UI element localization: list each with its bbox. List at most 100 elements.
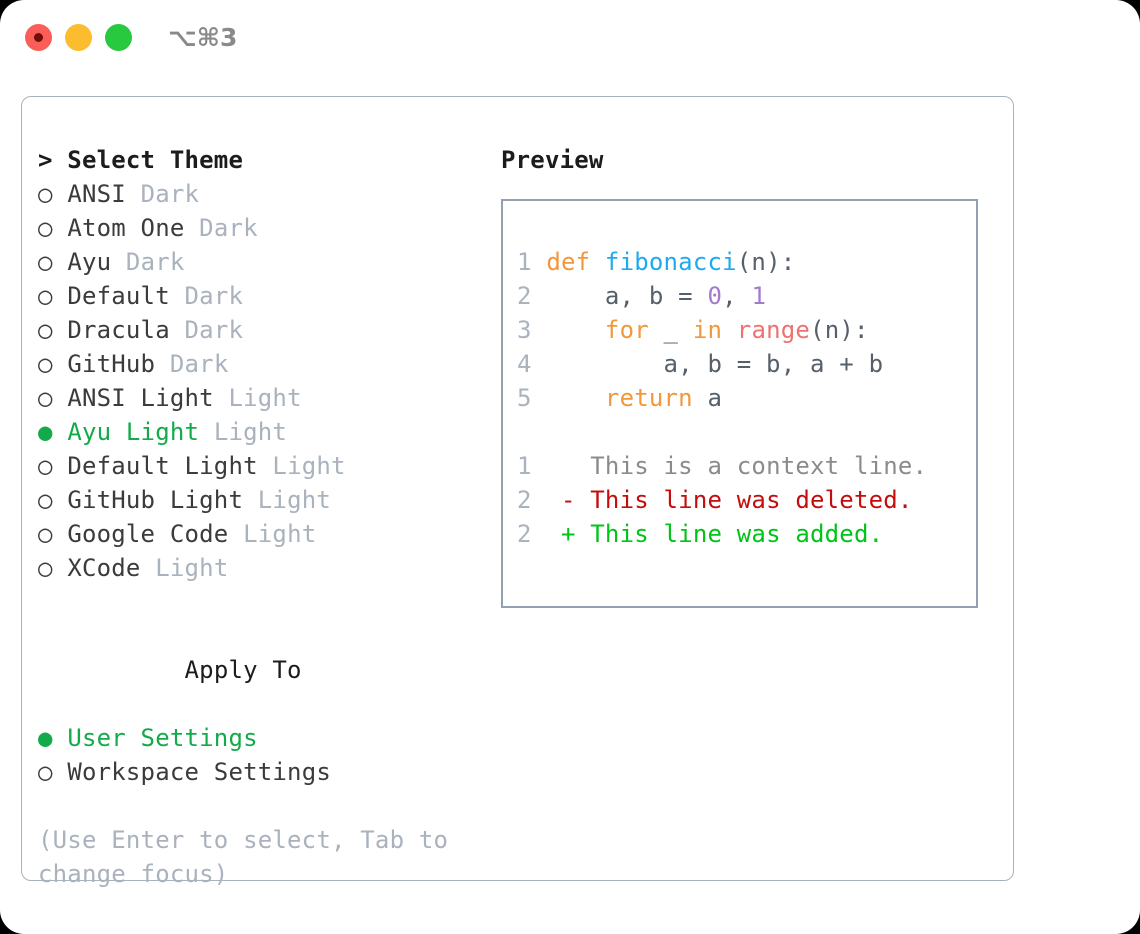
gutter-gap	[532, 282, 547, 310]
theme-option-kind: Dark	[199, 214, 258, 242]
theme-option-google-code[interactable]: ○ Google Code Light	[38, 517, 478, 551]
radio-unselected-icon: ○	[38, 316, 53, 344]
theme-selection-column: > Select Theme ○ ANSI Dark○ Atom One Dar…	[38, 143, 478, 891]
theme-option-github-light[interactable]: ○ GitHub Light Light	[38, 483, 478, 517]
maximize-button-icon[interactable]	[105, 24, 132, 51]
code-token-punc: ,	[722, 282, 752, 310]
line-number: 4	[517, 350, 532, 378]
code-token-punc: a, b = b, a + b	[546, 350, 884, 378]
theme-option-label: GitHub Light	[67, 486, 244, 514]
diff-text: This line was deleted.	[575, 486, 913, 514]
close-button-icon[interactable]	[25, 24, 52, 51]
theme-option-kind: Dark	[184, 282, 244, 310]
radio-unselected-icon: ○	[38, 384, 53, 412]
spacer	[53, 316, 68, 344]
theme-option-label: Dracula	[67, 316, 170, 344]
spacer	[243, 486, 258, 514]
code-line: 5 return a	[517, 381, 976, 415]
theme-option-kind: Dark	[169, 350, 229, 378]
spacer	[141, 554, 156, 582]
code-token-punc: (n):	[810, 316, 869, 344]
code-token-punc: a, b =	[546, 282, 708, 310]
theme-option-default[interactable]: ○ Default Dark	[38, 279, 478, 313]
spacer	[126, 180, 141, 208]
code-token-kw: for	[604, 316, 649, 344]
theme-option-label: XCode	[67, 554, 141, 582]
theme-option-ansi[interactable]: ○ ANSI Dark	[38, 177, 478, 211]
apply-option-workspace-settings[interactable]: ○ Workspace Settings	[38, 755, 478, 789]
code-token-punc: (n):	[736, 248, 796, 276]
radio-unselected-icon: ○	[38, 214, 53, 242]
line-number: 3	[517, 316, 532, 344]
code-token-num: 1	[751, 282, 767, 310]
spacer	[170, 282, 185, 310]
theme-option-default-light[interactable]: ○ Default Light Light	[38, 449, 478, 483]
select-theme-header: > Select Theme	[38, 146, 244, 174]
spacer	[53, 452, 68, 480]
preview-title: Preview	[501, 146, 604, 174]
spacer	[228, 520, 243, 548]
radio-unselected-icon: ○	[38, 520, 53, 548]
spacer	[199, 418, 214, 446]
theme-option-ayu[interactable]: ○ Ayu Dark	[38, 245, 478, 279]
radio-unselected-icon: ○	[38, 350, 53, 378]
line-number: 2	[517, 486, 532, 514]
code-token-punc	[546, 384, 605, 412]
spacer	[53, 214, 68, 242]
diff-sign: -	[560, 486, 576, 514]
code-line: 2 a, b = 0, 1	[517, 279, 976, 313]
preview-column: Preview 1 def fibonacci(n):2 a, b = 0, 1…	[501, 143, 991, 608]
minimize-button-icon[interactable]	[65, 24, 92, 51]
gutter-gap	[532, 486, 561, 514]
code-token-punc: _	[648, 316, 693, 344]
line-number: 2	[517, 520, 532, 548]
radio-unselected-icon: ○	[38, 282, 53, 310]
theme-option-label: ANSI	[67, 180, 126, 208]
theme-option-kind: Dark	[140, 180, 200, 208]
theme-option-atom-one[interactable]: ○ Atom One Dark	[38, 211, 478, 245]
spacer	[155, 350, 170, 378]
diff-line-context: 1 This is a context line.	[517, 449, 976, 483]
apply-option-label: User Settings	[67, 724, 258, 752]
theme-option-label: GitHub	[67, 350, 156, 378]
diff-text: This is a context line.	[575, 452, 928, 480]
apply-to-indent	[155, 656, 184, 684]
radio-unselected-icon: ○	[38, 554, 53, 582]
gutter-gap	[532, 520, 561, 548]
spacer	[53, 350, 68, 378]
diff-sign: +	[560, 520, 576, 548]
code-line: 3 for _ in range(n):	[517, 313, 976, 347]
theme-option-ayu-light[interactable]: ● Ayu Light Light	[38, 415, 478, 449]
theme-option-kind: Dark	[184, 316, 244, 344]
spacer	[53, 724, 68, 752]
theme-option-label: Ayu	[67, 248, 112, 276]
gutter-gap	[532, 452, 561, 480]
code-token-punc	[590, 248, 605, 276]
spacer	[53, 758, 68, 786]
keyboard-shortcut-label: ⌥⌘3	[168, 23, 238, 52]
theme-option-label: Google Code	[67, 520, 229, 548]
spacer	[53, 554, 68, 582]
apply-option-user-settings[interactable]: ● User Settings	[38, 721, 478, 755]
theme-option-xcode[interactable]: ○ XCode Light	[38, 551, 478, 585]
theme-option-ansi-light[interactable]: ○ ANSI Light Light	[38, 381, 478, 415]
theme-option-dracula[interactable]: ○ Dracula Dark	[38, 313, 478, 347]
spacer	[53, 282, 68, 310]
spacer	[53, 486, 68, 514]
spacer	[111, 248, 126, 276]
spacer	[214, 384, 229, 412]
spacer	[170, 316, 185, 344]
code-line: 1 def fibonacci(n):	[517, 245, 976, 279]
diff-sign	[561, 452, 576, 480]
radio-unselected-icon: ○	[38, 180, 53, 208]
code-token-punc	[546, 316, 605, 344]
gutter-gap	[532, 384, 547, 412]
line-number: 2	[517, 282, 532, 310]
theme-option-label: Ayu Light	[67, 418, 200, 446]
apply-option-label: Workspace Settings	[67, 758, 331, 786]
code-token-kw: def	[546, 248, 591, 276]
spacer	[53, 248, 68, 276]
spacer	[53, 180, 68, 208]
theme-option-github[interactable]: ○ GitHub Dark	[38, 347, 478, 381]
